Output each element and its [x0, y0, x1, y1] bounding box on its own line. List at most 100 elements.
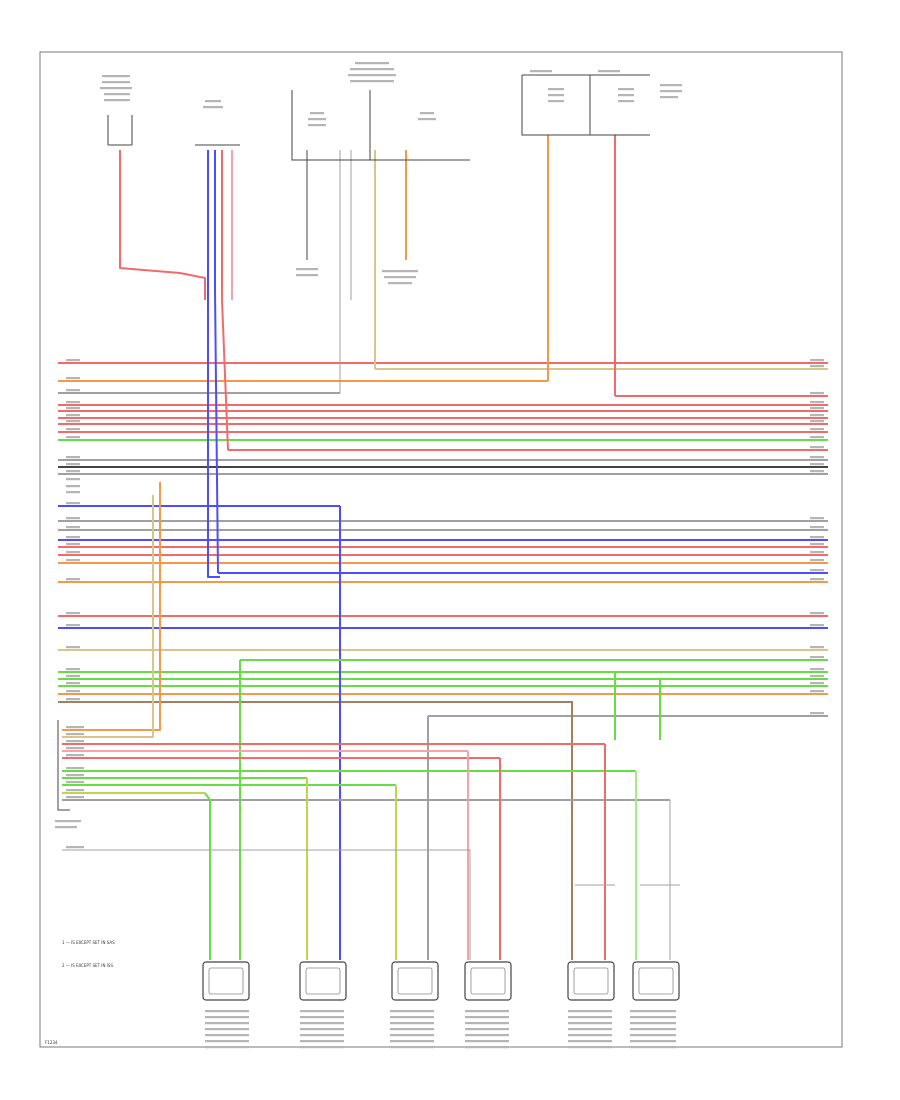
wire-code: [66, 578, 80, 581]
sensor-feed-wire: [119, 150, 206, 300]
sensor-label: [104, 99, 130, 102]
orange-drop-wire: [150, 482, 161, 731]
component-connector: [202, 961, 250, 1001]
wire-code: [66, 517, 80, 520]
component-label: [568, 1010, 612, 1013]
fuse-box-label: [348, 74, 396, 77]
component-label: [465, 1034, 509, 1037]
component-label: [300, 1016, 344, 1019]
wire-code: [810, 712, 824, 715]
fuse-label: [548, 88, 564, 91]
footnote-1: 1 — IS EXCEPT SET IN SAS: [62, 940, 115, 945]
ground-label: [296, 268, 318, 271]
blue-feed-wire: [207, 150, 220, 578]
component-label: [465, 1010, 509, 1013]
component-label: [205, 1028, 249, 1031]
sensor-label: [102, 75, 130, 78]
wire-code: [66, 767, 84, 770]
relay-label: [598, 70, 620, 73]
component-connector: [567, 961, 615, 1001]
wire-code: [66, 612, 80, 615]
wire-code: [810, 470, 824, 473]
relay-label: [660, 90, 682, 93]
component-label: [465, 1040, 509, 1043]
tan-drop-wire: [145, 495, 154, 738]
wire-code: [66, 551, 80, 554]
fuse-label: [308, 118, 326, 121]
component-label: [205, 1010, 249, 1013]
wire-code: [810, 543, 824, 546]
wire-code: [66, 559, 80, 562]
wire-code: [810, 656, 824, 659]
wire-code: [66, 698, 80, 701]
wire-code: [66, 401, 80, 404]
wire-harness: [58, 135, 828, 960]
component-connector-inner: [470, 967, 506, 995]
wire-code: [810, 420, 824, 423]
green-drop-wire: [204, 792, 211, 960]
fuse-box-label: [350, 80, 394, 83]
component-connectors: [202, 961, 680, 1001]
footnote-2: 2 — IS EXCEPT SET IN ISS: [62, 963, 113, 968]
component-label: [630, 1010, 676, 1013]
component-label: [300, 1010, 344, 1013]
wire-code: [810, 446, 824, 449]
component-label: [390, 1010, 434, 1013]
component-label: [568, 1040, 612, 1043]
wire-code: [810, 578, 824, 581]
wire-code: [66, 733, 84, 736]
component-connector: [632, 961, 680, 1001]
component-outlines: [57, 74, 680, 960]
component-label: [465, 1028, 509, 1031]
wire-code: [810, 414, 824, 417]
component-label: [390, 1046, 434, 1049]
component-label: [568, 1034, 612, 1037]
component-connector: [464, 961, 512, 1001]
component-label: [568, 1022, 612, 1025]
component-label: [465, 1022, 509, 1025]
wire-code: [66, 682, 80, 685]
component-label: [630, 1046, 676, 1049]
fuse-label: [618, 88, 634, 91]
component-label: [300, 1028, 344, 1031]
component-label: [205, 1022, 249, 1025]
wire-code: [66, 624, 80, 627]
component-connector-inner: [638, 967, 674, 995]
wire-code: [66, 389, 80, 392]
wire-code: [66, 543, 80, 546]
wire-code: [810, 407, 824, 410]
wire-code: [810, 359, 824, 362]
component-label: [205, 1040, 249, 1043]
component-label: [630, 1022, 676, 1025]
label-placeholders: [55, 62, 824, 1049]
wire-code: [810, 392, 824, 395]
component-label: [630, 1040, 676, 1043]
wire-code: [810, 365, 824, 368]
wire-code: [810, 569, 824, 572]
wire-code: [66, 414, 80, 417]
fuse-label: [310, 112, 324, 115]
component-connector-inner: [397, 967, 433, 995]
wire-code: [66, 359, 80, 362]
wire-code: [66, 668, 80, 671]
sensor-label: [420, 112, 434, 115]
ground-label: [296, 274, 318, 277]
fuse-label: [618, 94, 634, 97]
component-label: [300, 1046, 344, 1049]
gray-drop-wire: [62, 849, 471, 960]
wire-code: [810, 436, 824, 439]
component-label: [390, 1022, 434, 1025]
sensor-label: [100, 87, 132, 90]
component-label: [630, 1028, 676, 1031]
wire-code: [66, 463, 80, 466]
wire-code: [66, 789, 84, 792]
component-label: [568, 1046, 612, 1049]
connector-label: [382, 270, 418, 273]
wire-code: [66, 536, 80, 539]
component-label: [205, 1016, 249, 1019]
wire-code: [66, 846, 84, 849]
wire-code: [66, 377, 80, 380]
wire-code: [66, 420, 80, 423]
module-label: [203, 106, 223, 109]
